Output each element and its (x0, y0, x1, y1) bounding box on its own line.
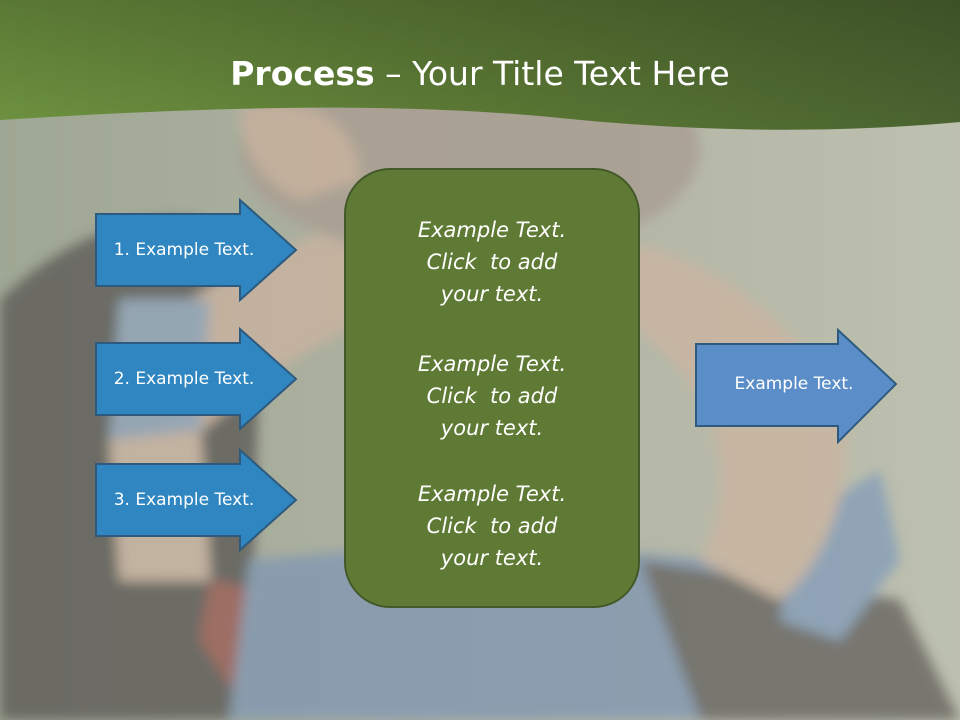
arrow-right-icon (95, 198, 298, 302)
text-line: your text. (440, 416, 544, 440)
text-line: Example Text. (417, 218, 567, 242)
text-line: Example Text. (417, 482, 567, 506)
right-arrow[interactable]: Example Text. (694, 328, 900, 444)
text-line: your text. (440, 546, 544, 570)
title-rest: – Your Title Text Here (374, 54, 730, 93)
right-arrow-label: Example Text. (734, 374, 854, 394)
center-text-box[interactable]: Example Text. Click to add your text. Ex… (344, 168, 640, 608)
arrow-right-icon (95, 448, 298, 552)
text-line: your text. (440, 282, 544, 306)
text-line: Click to add (426, 514, 558, 538)
left-arrow-label: 1. Example Text. (113, 240, 255, 260)
left-arrow-1[interactable]: 1. Example Text. (94, 198, 300, 302)
arrow-right-icon (695, 328, 898, 444)
text-line: Example Text. (417, 352, 567, 376)
left-arrow-2[interactable]: 2. Example Text. (94, 327, 300, 431)
center-paragraph-1: Example Text. Click to add your text. (346, 214, 638, 310)
arrow-right-icon (95, 327, 298, 431)
left-arrow-label: 2. Example Text. (113, 369, 255, 389)
header-banner (0, 0, 960, 130)
center-paragraph-3: Example Text. Click to add your text. (346, 478, 638, 574)
center-paragraph-2: Example Text. Click to add your text. (346, 348, 638, 444)
text-line: Click to add (426, 250, 558, 274)
title-bold: Process (230, 54, 375, 93)
page-title: Process – Your Title Text Here (0, 52, 960, 96)
left-arrow-label: 3. Example Text. (113, 490, 255, 510)
left-arrow-3[interactable]: 3. Example Text. (94, 448, 300, 552)
text-line: Click to add (426, 384, 558, 408)
